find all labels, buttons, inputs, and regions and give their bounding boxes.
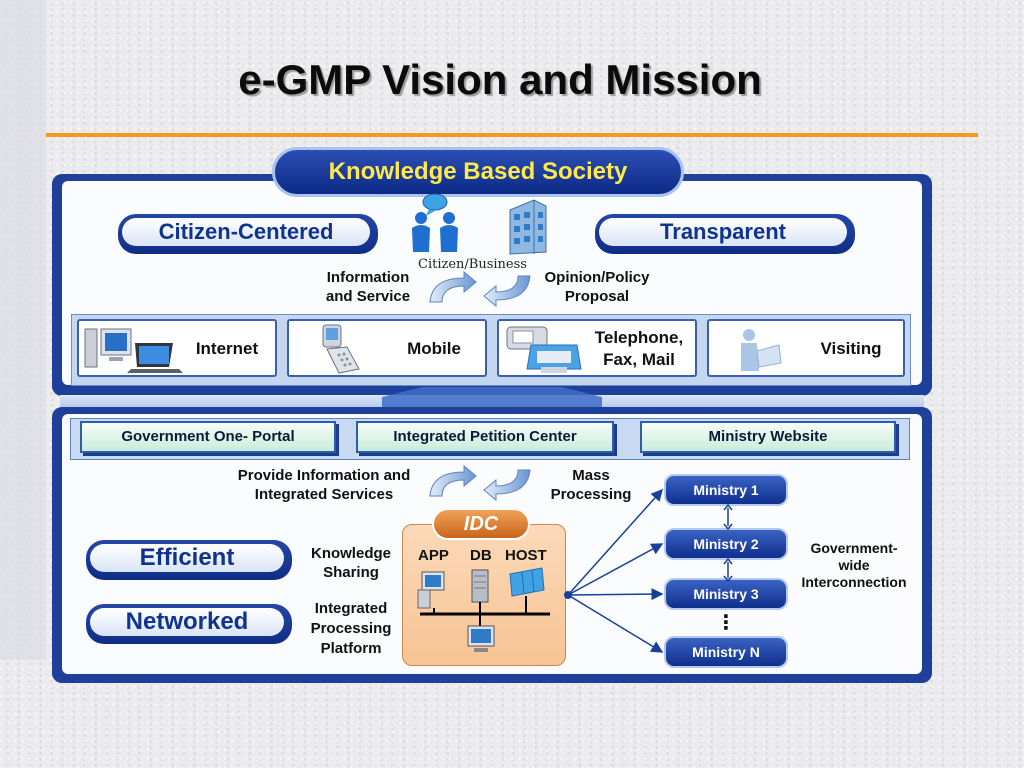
networked-pill: Networked bbox=[86, 604, 292, 644]
portal-government-one[interactable]: Government One- Portal bbox=[80, 421, 336, 453]
knowledge-line1: Knowledge bbox=[310, 545, 391, 562]
government-interconnection-label: Government- wide Interconnection bbox=[792, 540, 916, 591]
telephone-line2: Fax, Mail bbox=[603, 350, 675, 369]
information-service-label: Information and Service bbox=[310, 268, 426, 306]
channel-internet: Internet bbox=[77, 319, 277, 377]
mobile-phone-icon bbox=[322, 324, 360, 374]
mass-line2: Processing bbox=[550, 486, 632, 503]
opinion-policy-label: Opinion/Policy Proposal bbox=[530, 268, 664, 306]
information-service-line1: Information bbox=[326, 269, 410, 286]
title-divider bbox=[46, 133, 978, 137]
page-title: e-GMP Vision and Mission bbox=[238, 56, 762, 103]
ministry-2[interactable]: Ministry 2 bbox=[664, 528, 788, 560]
processing-arrows-icon bbox=[429, 464, 531, 502]
channel-visiting: Visiting bbox=[707, 319, 905, 377]
gov-line1: Government- bbox=[810, 540, 898, 556]
provide-line1: Provide Information and bbox=[237, 467, 411, 484]
ministry-1[interactable]: Ministry 1 bbox=[664, 474, 788, 506]
portal-integrated-petition[interactable]: Integrated Petition Center bbox=[356, 421, 614, 453]
provide-information-label: Provide Information and Integrated Servi… bbox=[214, 466, 434, 504]
provide-line2: Integrated Services bbox=[254, 486, 394, 503]
efficient-pill: Efficient bbox=[86, 540, 292, 580]
knowledge-society-banner: Knowledge Based Society bbox=[272, 147, 684, 197]
idc-db-label: DB bbox=[470, 547, 492, 564]
telephone-line1: Telephone, bbox=[594, 328, 684, 347]
opinion-policy-line1: Opinion/Policy bbox=[544, 269, 650, 286]
knowledge-line2: Sharing bbox=[323, 564, 379, 581]
efficient-label: Efficient bbox=[90, 544, 284, 572]
idc-host-label: HOST bbox=[505, 547, 547, 564]
mobile-label: Mobile bbox=[407, 339, 461, 358]
transparent-label: Transparent bbox=[599, 218, 847, 246]
ministry-ellipsis: ⋮ bbox=[716, 612, 736, 634]
idc-servers-icon bbox=[417, 567, 550, 652]
portal-ministry-website[interactable]: Ministry Website bbox=[640, 421, 896, 453]
citizen-centered-pill: Citizen-Centered bbox=[118, 214, 378, 254]
ministry-links bbox=[723, 504, 733, 583]
background-strip bbox=[0, 0, 46, 660]
integrated-platform-label: Integrated Processing Platform bbox=[296, 599, 406, 659]
channel-telephone: Telephone, Fax, Mail bbox=[497, 319, 697, 377]
mass-processing-label: Mass Processing bbox=[536, 466, 646, 504]
knowledge-sharing-label: Knowledge Sharing bbox=[296, 544, 406, 582]
mass-line1: Mass bbox=[572, 467, 610, 484]
telephone-label: Telephone, Fax, Mail bbox=[585, 327, 693, 371]
integrated-line2: Processing bbox=[310, 620, 392, 637]
business-building-icon bbox=[509, 199, 547, 255]
networked-label: Networked bbox=[90, 608, 284, 636]
ministry-n[interactable]: Ministry N bbox=[664, 636, 788, 668]
citizen-business-label: Citizen/Business bbox=[418, 257, 527, 272]
citizen-centered-label: Citizen-Centered bbox=[122, 218, 370, 246]
computer-icon bbox=[84, 328, 183, 373]
opinion-policy-line2: Proposal bbox=[564, 288, 630, 305]
idc-app-label: APP bbox=[418, 547, 449, 564]
visitor-person-icon bbox=[741, 329, 782, 371]
ministry-3[interactable]: Ministry 3 bbox=[664, 578, 788, 610]
network-links bbox=[564, 488, 664, 653]
gov-line3: Interconnection bbox=[801, 574, 907, 590]
channel-mobile: Mobile bbox=[287, 319, 487, 377]
internet-label: Internet bbox=[195, 339, 259, 358]
integrated-line3: Platform bbox=[320, 640, 382, 657]
visiting-label: Visiting bbox=[820, 339, 882, 358]
citizen-people-icon bbox=[412, 193, 458, 252]
integrated-line1: Integrated bbox=[314, 600, 388, 617]
gov-line2: wide bbox=[838, 557, 870, 573]
transparent-pill: Transparent bbox=[595, 214, 855, 254]
fax-telephone-icon bbox=[506, 326, 582, 373]
idc-label: IDC bbox=[432, 508, 530, 540]
information-service-line2: and Service bbox=[325, 288, 411, 305]
exchange-arrows-icon bbox=[429, 270, 531, 308]
